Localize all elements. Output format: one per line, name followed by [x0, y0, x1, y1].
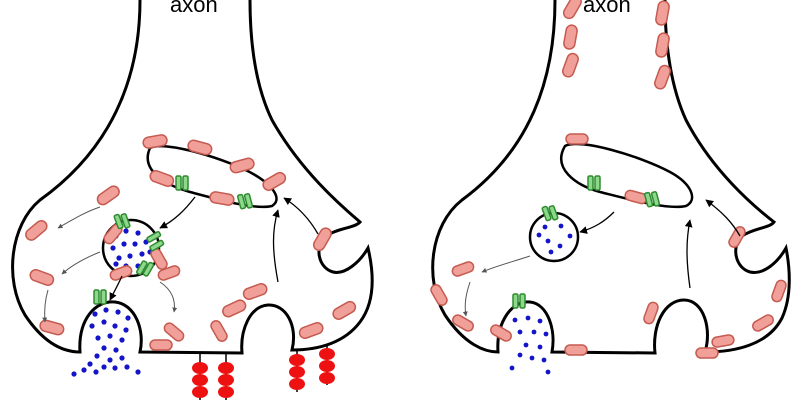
left-axon-label: axon — [170, 0, 218, 17]
right-released-transmitter — [509, 315, 551, 375]
left-arrows — [42, 196, 319, 323]
left-channels — [93, 175, 254, 305]
left-synaptic-terminal — [11, 0, 374, 400]
left-mitochondria — [25, 134, 357, 351]
right-arrows — [462, 199, 741, 317]
left-released-transmitter — [71, 307, 141, 377]
right-endosome — [560, 142, 694, 209]
right-vesicle-dots — [536, 223, 573, 255]
right-channels — [512, 175, 661, 309]
right-synaptic-terminal — [430, 0, 791, 375]
left-receptors — [192, 345, 335, 400]
left-terminal-membrane — [11, 0, 374, 355]
right-axon-label: axon — [583, 0, 631, 17]
